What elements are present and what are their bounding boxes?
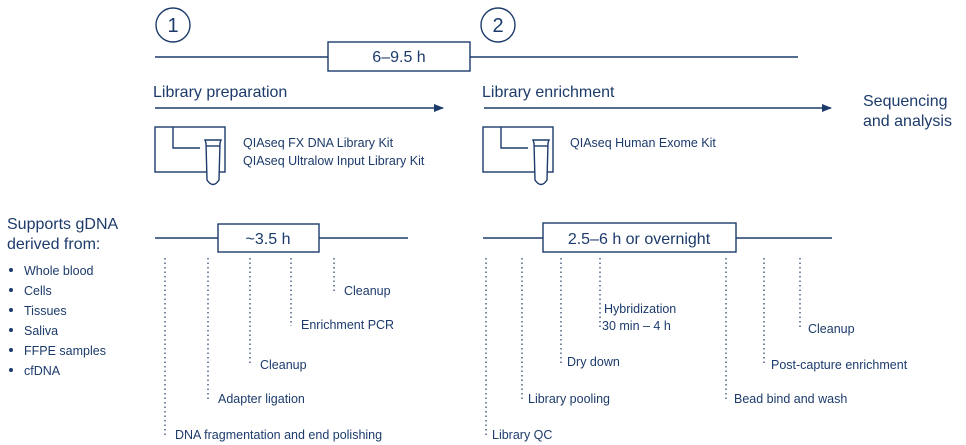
substep-bead-bind: Bead bind and wash	[734, 392, 847, 406]
substep-library-pooling: Library pooling	[528, 392, 610, 406]
substep-hybridization-time: 30 min – 4 h	[602, 319, 671, 333]
final-step-line1: Sequencing	[863, 93, 948, 110]
total-time-label: 6–9.5 h	[372, 49, 425, 66]
supports-heading-line2: derived from:	[7, 236, 100, 253]
kit-name-exome: QIAseq Human Exome Kit	[570, 136, 716, 150]
prep-time-label: ~3.5 h	[246, 231, 291, 248]
list-item: cfDNA	[24, 364, 61, 378]
kit-box-icon	[482, 126, 554, 186]
enrichment-time-label: 2.5–6 h or overnight	[568, 231, 711, 248]
substep-ligation: Adapter ligation	[218, 392, 305, 406]
list-item: Tissues	[24, 304, 67, 318]
kit-name-ultralow: QIAseq Ultralow Input Library Kit	[243, 154, 425, 168]
list-item: Cells	[24, 284, 52, 298]
enrichment-time-box	[542, 222, 737, 253]
prep-time-box	[217, 223, 320, 253]
svg-text:2: 2	[492, 15, 503, 37]
substep-pcr: Enrichment PCR	[301, 318, 394, 332]
substep-dry-down: Dry down	[567, 355, 620, 369]
substep-cleanup-3: Cleanup	[808, 322, 855, 336]
substep-post-capture: Post-capture enrichment	[771, 358, 908, 372]
supports-heading-line1: Supports gDNA	[7, 216, 118, 233]
substep-cleanup-2: Cleanup	[344, 284, 391, 298]
list-item: FFPE samples	[24, 344, 106, 358]
step-2-title: Library enrichment	[482, 84, 615, 101]
svg-text:1: 1	[167, 15, 178, 37]
list-item: Saliva	[24, 324, 58, 338]
substep-hybridization: Hybridization	[604, 302, 676, 316]
list-item: Whole blood	[24, 264, 94, 278]
final-step-line2: and analysis	[863, 113, 952, 130]
sample-type-list: Whole blood Cells Tissues Saliva FFPE sa…	[9, 264, 106, 378]
step-1-title: Library preparation	[153, 84, 287, 101]
substep-library-qc: Library QC	[492, 428, 552, 442]
kit-name-fx: QIAseq FX DNA Library Kit	[243, 136, 394, 150]
substep-cleanup-1: Cleanup	[260, 358, 307, 372]
total-time-box	[327, 41, 471, 72]
kit-box-icon	[154, 126, 226, 186]
step-1-badge: 1	[155, 7, 191, 43]
substep-fragmentation: DNA fragmentation and end polishing	[175, 428, 382, 442]
step-2-badge: 2	[480, 7, 516, 43]
